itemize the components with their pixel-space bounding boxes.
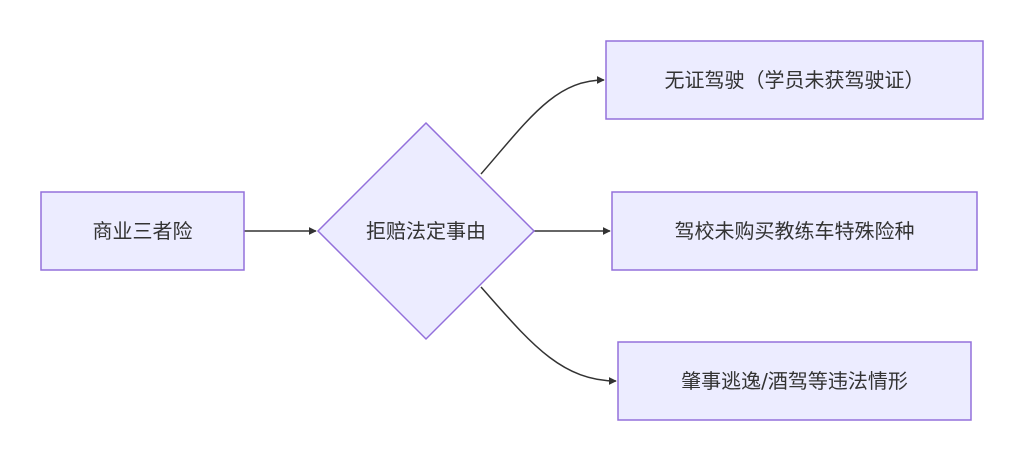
edges	[244, 76, 617, 385]
node-outcome-1: 无证驾驶（学员未获驾驶证）	[605, 40, 984, 120]
node-decision-label: 拒赔法定事由	[366, 219, 486, 243]
node-source: 商业三者险	[40, 191, 245, 271]
node-outcome-1-label: 无证驾驶（学员未获驾驶证）	[665, 68, 925, 92]
node-outcome-1-box	[605, 40, 984, 120]
edge-decision-to-outcome-1	[480, 76, 605, 175]
node-source-box	[40, 191, 245, 271]
node-outcome-3-label: 肇事逃逸/酒驾等违法情形	[681, 369, 908, 393]
node-outcome-2: 驾校未购买教练车特殊险种	[611, 191, 978, 271]
node-decision: 拒赔法定事由	[316, 121, 536, 341]
edge-decision-to-outcome-3	[480, 286, 617, 385]
node-outcome-3-box	[617, 341, 972, 421]
node-outcome-2-label: 驾校未购买教练车特殊险种	[675, 219, 915, 243]
node-decision-diamond	[316, 121, 536, 341]
node-outcome-3: 肇事逃逸/酒驾等违法情形	[617, 341, 972, 421]
node-outcome-2-box	[611, 191, 978, 271]
node-source-label: 商业三者险	[93, 219, 193, 243]
